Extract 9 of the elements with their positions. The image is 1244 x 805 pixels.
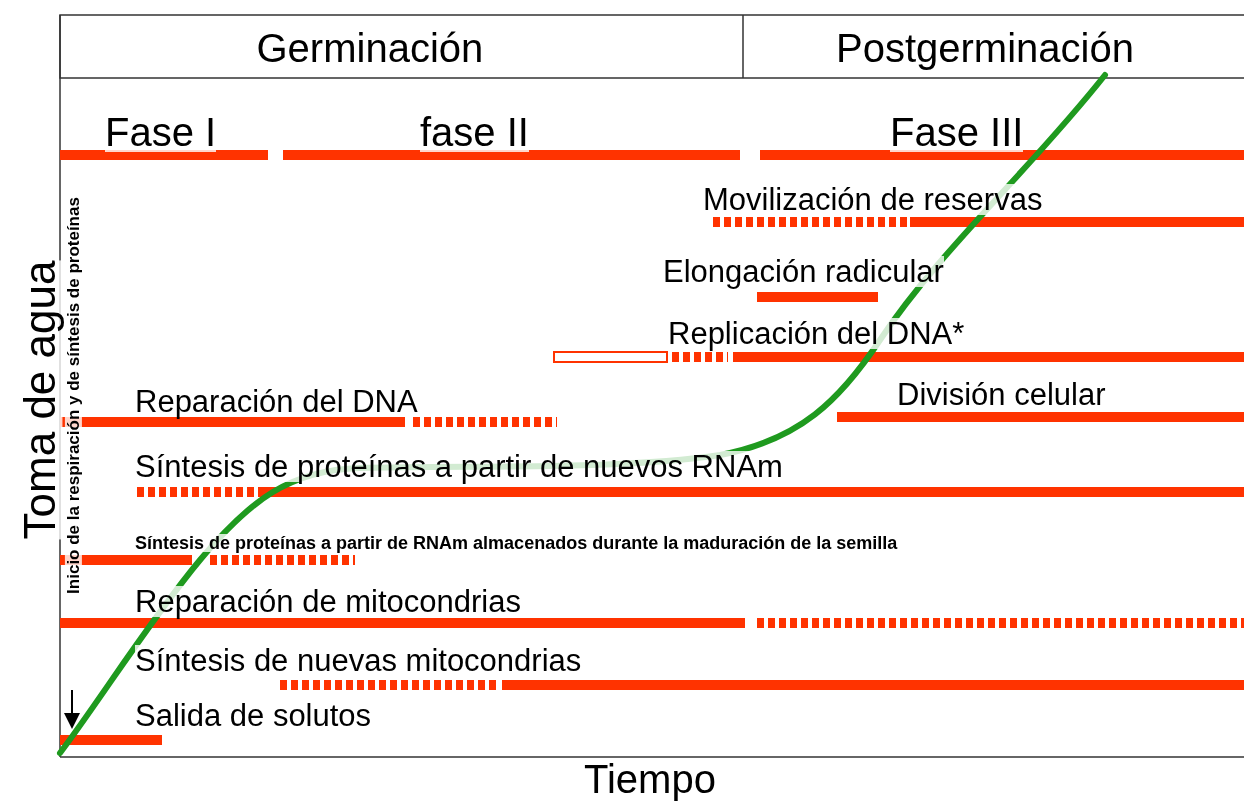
process-label: Reparación de mitocondrias: [135, 586, 521, 617]
process-label: Elongación radicular: [663, 256, 944, 287]
process-label: Síntesis de proteínas a partir de nuevos RNAm: [135, 451, 783, 482]
annotation: Inicio de la respiración y de síntesis de proteínas: [64, 196, 82, 594]
process-label: Replicación del DNA*: [668, 318, 965, 349]
process-label: Movilización de reservas: [703, 184, 1043, 215]
process-label: Síntesis de proteínas a partir de RNAm almacenados durante la maduración de la semilla: [135, 534, 898, 552]
phase-heading: Postgerminación: [836, 28, 1134, 68]
process-label: Reparación del DNA: [135, 386, 418, 417]
